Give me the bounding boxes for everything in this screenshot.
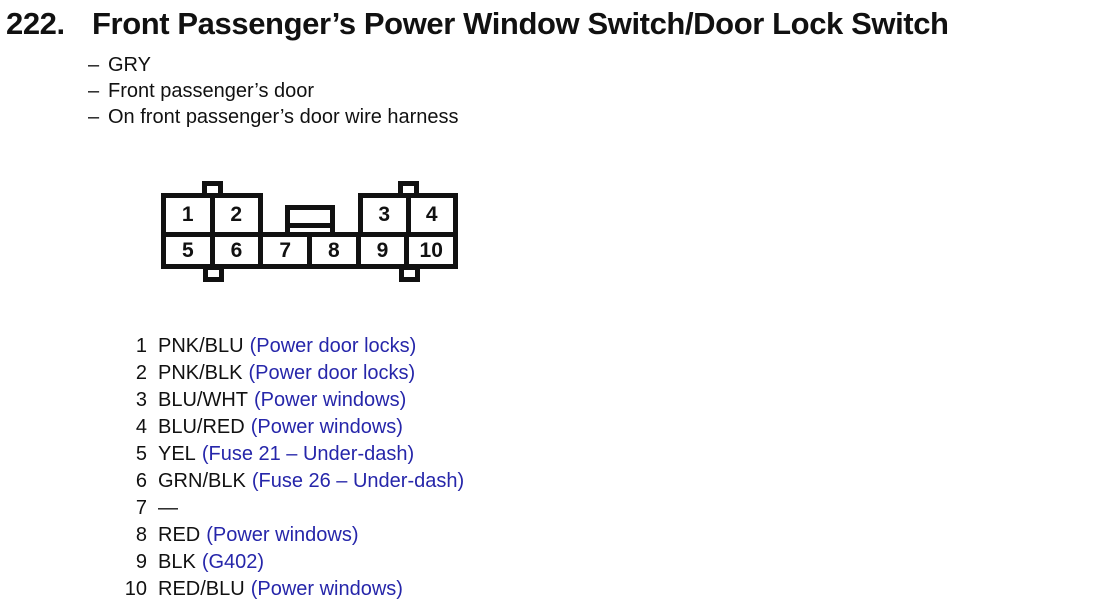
wire-color: BLU/WHT xyxy=(158,389,248,411)
pin-cavity-6: 6 xyxy=(209,237,259,264)
attribute-text: Front passenger’s door xyxy=(108,80,315,102)
pin-cavity-9: 9 xyxy=(355,237,405,264)
page-title: 222. Front Passenger’s Power Window Swit… xyxy=(6,6,949,42)
pin-cavity-5: 5 xyxy=(166,237,210,264)
pin-number: 7 xyxy=(135,497,147,519)
pin-list: 1 PNK/BLU (Power door locks) 2 PNK/BLK (… xyxy=(113,333,464,603)
wire-color: PNK/BLU xyxy=(158,335,244,357)
circuit-note: (G402) xyxy=(201,551,265,573)
pin-row: 8 RED (Power windows) xyxy=(113,522,464,549)
pin-number: 6 xyxy=(135,470,147,492)
section-number: 222. xyxy=(6,6,65,41)
cavity-number: 2 xyxy=(230,203,243,226)
pin-row: 2 PNK/BLK (Power door locks) xyxy=(113,360,464,387)
attribute-harness: – On front passenger’s door wire harness xyxy=(88,104,459,130)
cavity-number: 5 xyxy=(181,238,194,262)
cavity-number: 4 xyxy=(425,203,438,226)
pin-number: 5 xyxy=(135,443,147,465)
cavity-number: 6 xyxy=(230,238,243,262)
pin-row: 10 RED/BLU (Power windows) xyxy=(113,576,464,603)
cavity-number: 10 xyxy=(419,238,443,262)
cavity-number: 1 xyxy=(181,203,194,226)
pin-number: 3 xyxy=(135,389,147,411)
wire-color: BLU/RED xyxy=(158,416,245,438)
pin-cavity-8: 8 xyxy=(307,237,356,264)
connector-attributes: – GRY – Front passenger’s door – On fron… xyxy=(88,52,459,130)
connector-latch xyxy=(285,205,335,232)
bullet-dash: – xyxy=(88,80,100,102)
circuit-note: (Fuse 21 – Under-dash) xyxy=(201,443,415,465)
wire-color: RED/BLU xyxy=(158,578,245,600)
pin-row: 4 BLU/RED (Power windows) xyxy=(113,414,464,441)
pin-number: 10 xyxy=(124,578,147,600)
pin-number: 9 xyxy=(135,551,147,573)
circuit-note: (Power door locks) xyxy=(249,335,417,357)
section-title: Front Passenger’s Power Window Switch/Do… xyxy=(92,6,949,41)
pin-cavity-7: 7 xyxy=(258,237,307,264)
pin-number: 1 xyxy=(135,335,147,357)
wire-color: — xyxy=(158,497,178,519)
attribute-text: GRY xyxy=(108,54,151,76)
pin-row: 5 YEL (Fuse 21 – Under-dash) xyxy=(113,441,464,468)
pin-row: 6 GRN/BLK (Fuse 26 – Under-dash) xyxy=(113,468,464,495)
pin-cavity-10: 10 xyxy=(404,237,453,264)
pin-row: 7 — xyxy=(113,495,464,522)
connector-bottom-row: 5 6 7 8 9 10 xyxy=(161,232,458,269)
wire-color: YEL xyxy=(158,443,196,465)
circuit-note: (Power windows) xyxy=(250,578,403,600)
wire-color: BLK xyxy=(158,551,196,573)
pin-number: 8 xyxy=(135,524,147,546)
circuit-note: (Power windows) xyxy=(254,389,407,411)
wire-color: PNK/BLK xyxy=(158,362,243,384)
connector-block-top-right: 3 4 xyxy=(358,193,458,232)
wire-color: RED xyxy=(158,524,201,546)
bullet-dash: – xyxy=(88,106,100,128)
cavity-number: 7 xyxy=(279,238,292,262)
cavity-number: 9 xyxy=(376,238,389,262)
attribute-location: – Front passenger’s door xyxy=(88,78,459,104)
circuit-note: (Power door locks) xyxy=(248,362,416,384)
pin-row: 1 PNK/BLU (Power door locks) xyxy=(113,333,464,360)
cavity-number: 8 xyxy=(328,238,340,262)
connector-latch-line xyxy=(290,223,330,228)
pin-cavity-3: 3 xyxy=(363,198,406,232)
pin-row: 3 BLU/WHT (Power windows) xyxy=(113,387,464,414)
cavity-number: 3 xyxy=(378,203,391,226)
circuit-note: (Power windows) xyxy=(206,524,359,546)
pin-number: 2 xyxy=(135,362,147,384)
pin-cavity-2: 2 xyxy=(209,198,259,232)
pin-row: 9 BLK (G402) xyxy=(113,549,464,576)
bullet-dash: – xyxy=(88,54,100,76)
pin-number: 4 xyxy=(135,416,147,438)
circuit-note: (Power windows) xyxy=(250,416,403,438)
connector-block-top-left: 1 2 xyxy=(161,193,263,232)
wire-color: GRN/BLK xyxy=(158,470,246,492)
pin-cavity-1: 1 xyxy=(166,198,210,232)
attribute-color: – GRY xyxy=(88,52,459,78)
circuit-note: (Fuse 26 – Under-dash) xyxy=(251,470,465,492)
attribute-text: On front passenger’s door wire harness xyxy=(108,106,459,128)
connector-diagram: 1 2 3 4 5 6 7 8 9 10 xyxy=(161,181,458,282)
pin-cavity-4: 4 xyxy=(405,198,454,232)
